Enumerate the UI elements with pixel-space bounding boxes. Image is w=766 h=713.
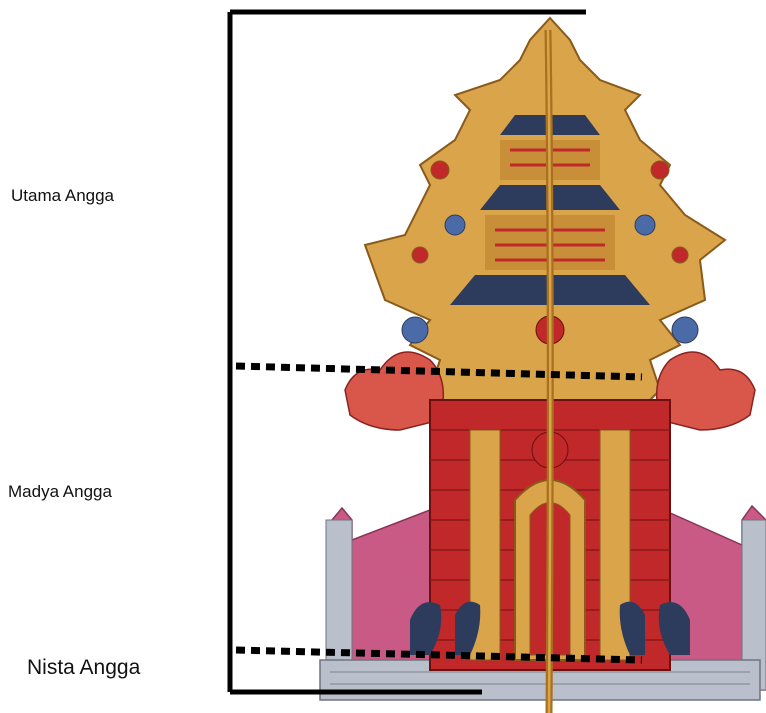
right-lion xyxy=(657,352,755,430)
left-lion xyxy=(345,352,443,430)
gunungan-wayang-icon xyxy=(320,18,766,713)
